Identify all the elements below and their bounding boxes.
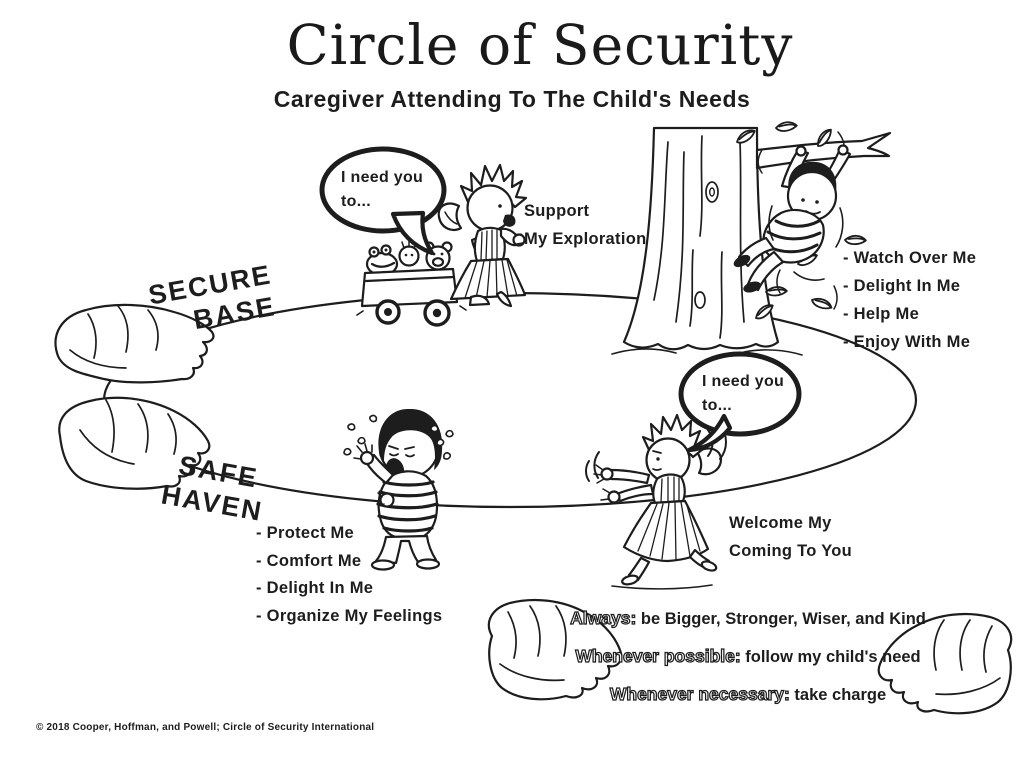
need-item: - Protect Me [256,524,355,542]
crying-boy-illustration [342,408,454,571]
hands-message-lead: Whenever possible: [575,645,742,666]
speech-bubble-bottom-icon [678,351,802,453]
need-item: - Organize My Feelings [256,606,443,625]
speech-bubble-top-icon [319,146,447,256]
hands-message-rest: take charge [789,686,887,704]
caption-line: My Exploration [524,230,647,248]
need-item: - Help Me [843,305,920,323]
toy-wagon-icon [356,240,499,327]
hands-message-lead: Whenever necessary: [609,683,790,704]
copyright-notice: © 2018 Cooper, Hoffman, and Powell; Circ… [36,722,375,733]
speech-bubble-bottom-text: I need you to... [702,373,785,414]
caption-line: Support [524,202,590,220]
exploring-girl-illustration [437,163,528,308]
speech-bubble-top-text: I need you to... [341,169,424,210]
hands-message: Always: be Bigger, Stronger, Wiser, and … [556,600,940,714]
top-needs-list: - Watch Over Me - Delight In Me - Help Me -… [843,244,976,356]
hands-message-line1: Always: be Bigger, Stronger, Wiser, and … [556,600,940,638]
caption-line: Coming To You [729,542,853,560]
need-item: - Enjoy With Me [843,333,971,351]
support-exploration-caption: Support My Exploration [524,197,646,253]
welcome-coming-caption: Welcome My Coming To You [729,509,852,565]
need-item: - Comfort Me [256,551,362,570]
page-subtitle: Caregiver Attending To The Child's Needs [273,86,751,112]
hands-message-lead: Always: [570,607,637,628]
hands-message-rest: follow my child's need [740,648,921,666]
page-title: Circle of Security [286,13,794,77]
climbing-boy-illustration [733,144,852,293]
returning-girl-illustration [585,413,727,590]
caption-line: Welcome My [729,514,832,532]
hands-message-line2: Whenever possible: follow my child's nee… [556,638,940,676]
need-item: - Watch Over Me [843,249,977,267]
secure-base-hand-icon [54,303,215,384]
safe-haven-hand-icon [58,396,211,490]
hands-message-rest: be Bigger, Stronger, Wiser, and Kind [636,610,926,628]
hands-message-line3: Whenever necessary: take charge [556,676,940,714]
bottom-needs-list: - Protect Me - Comfort Me - Delight In Me -… [256,520,442,630]
falling-leaves-icon [734,119,868,321]
need-item: - Delight In Me [256,579,374,597]
need-item: - Delight In Me [843,277,961,295]
